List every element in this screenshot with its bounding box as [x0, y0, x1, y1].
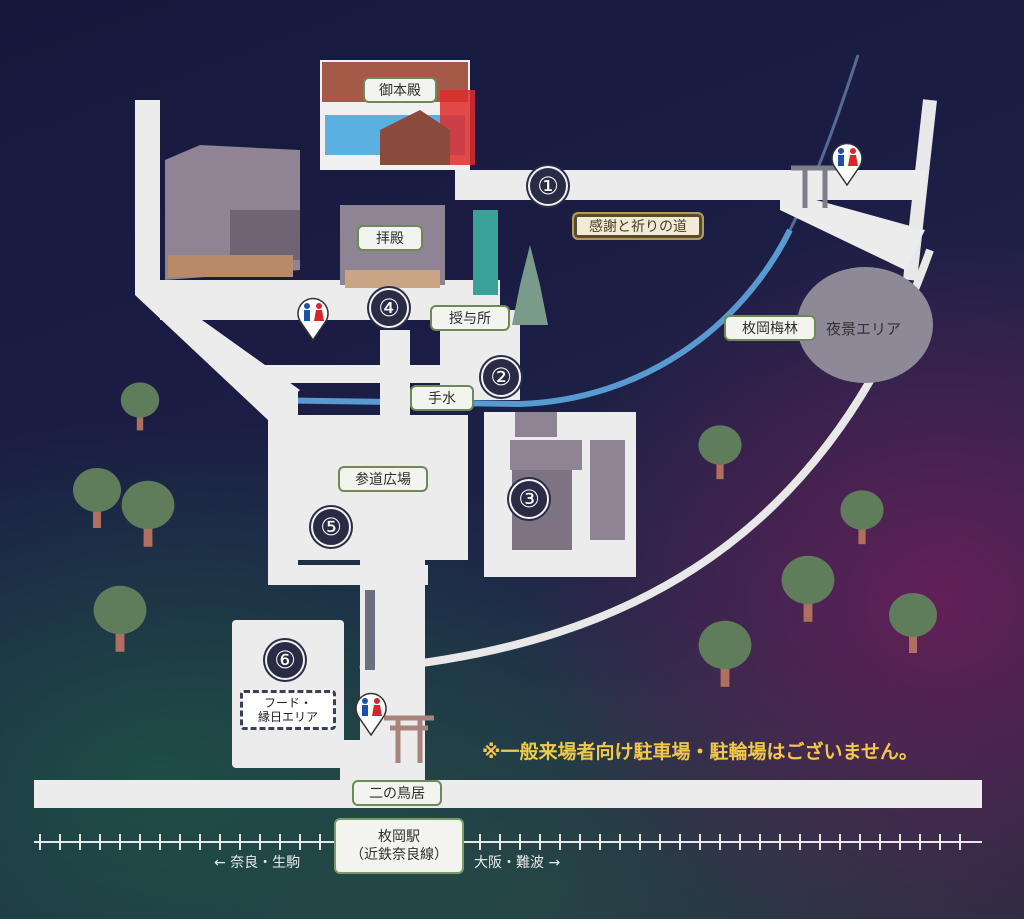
label-baien[interactable]: 枚岡梅林 [724, 315, 816, 341]
food-line-2: 縁日エリア [257, 710, 318, 724]
label-temizu[interactable]: 手水 [410, 385, 474, 411]
spot-number-2[interactable]: ② [481, 357, 521, 397]
station-name: 枚岡駅 [378, 829, 420, 845]
tree-icon [698, 620, 752, 687]
parking-notice: ※一般来場者向け駐車場・駐輪場はございません。 [482, 741, 918, 763]
label-ni-no-torii[interactable]: 二の鳥居 [352, 780, 442, 806]
torii-icon [791, 165, 837, 208]
spot-number-4[interactable]: ④ [369, 288, 409, 328]
label-yakei[interactable]: 夜景エリア [826, 320, 902, 338]
food-line-1: フード・ [263, 696, 312, 710]
rail-ties [39, 834, 961, 850]
tree-icon [121, 480, 175, 547]
stream [254, 228, 793, 408]
label-haiden[interactable]: 拝殿 [357, 225, 423, 251]
spot-number-6[interactable]: ⑥ [265, 640, 305, 680]
label-kansha-michi[interactable]: 感謝と祈りの道 [572, 212, 704, 240]
tree-icon [120, 382, 160, 431]
large-hall [165, 145, 300, 280]
tree-icon [889, 593, 937, 653]
tree-icon [698, 425, 742, 480]
label-honden[interactable]: 御本殿 [363, 77, 437, 103]
tree-icon [781, 555, 835, 622]
spot-number-3[interactable]: ③ [509, 479, 549, 519]
tree-icon [840, 490, 884, 545]
restroom-icon [297, 297, 329, 341]
station-line: （近鉄奈良線） [350, 847, 448, 863]
spot-number-5[interactable]: ⑤ [311, 507, 351, 547]
label-station[interactable]: 枚岡駅 （近鉄奈良線） [334, 818, 464, 874]
torii-icon [384, 715, 434, 763]
label-sandou-hiroba[interactable]: 参道広場 [338, 466, 428, 492]
direction-left: ← 奈良・生駒 [214, 855, 301, 871]
trees [73, 382, 937, 687]
spot-number-1[interactable]: ① [528, 166, 568, 206]
label-food-area[interactable]: フード・ 縁日エリア [240, 690, 336, 730]
night-view-area [797, 267, 933, 383]
restroom-icon [355, 692, 387, 736]
tree-icon [93, 585, 147, 652]
direction-right: 大阪・難波 → [474, 855, 561, 871]
tree-icon [73, 468, 121, 528]
label-juyosho[interactable]: 授与所 [430, 305, 510, 331]
plaza-slot [365, 590, 375, 670]
restroom-icon [831, 142, 863, 186]
teal-building [473, 210, 498, 295]
fountain-icon [512, 245, 548, 325]
